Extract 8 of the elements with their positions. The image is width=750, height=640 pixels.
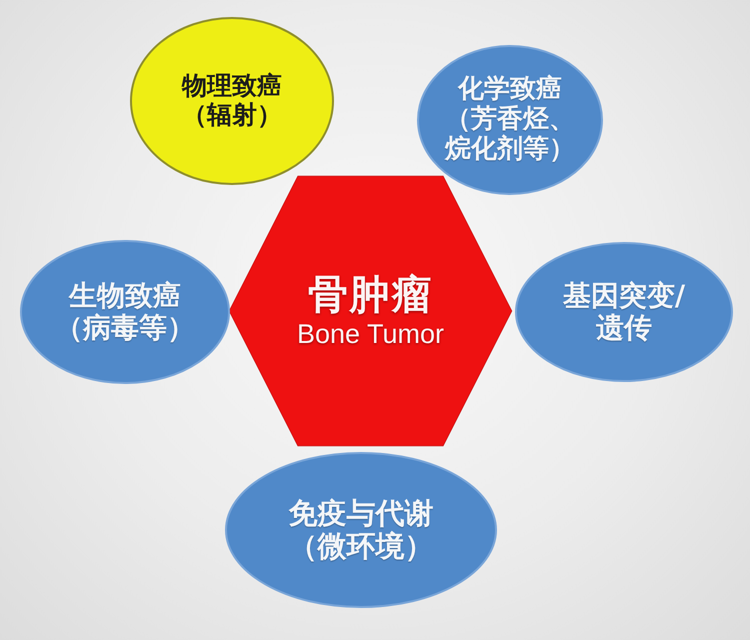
node-label: 物理致癌（辐射） <box>180 72 283 130</box>
hexagon-node <box>228 175 513 447</box>
node-label: 化学致癌（芳香烃、烷化剂等） <box>444 75 576 165</box>
node-label: 免疫与代谢（微环境） <box>287 496 434 564</box>
node-subtitle: Bone Tumor <box>296 318 444 350</box>
node-label: 基因突变/遗传 <box>562 280 686 344</box>
node-title: 骨肿瘤 <box>308 272 433 318</box>
node-label: 生物致癌（病毒等） <box>54 280 196 344</box>
